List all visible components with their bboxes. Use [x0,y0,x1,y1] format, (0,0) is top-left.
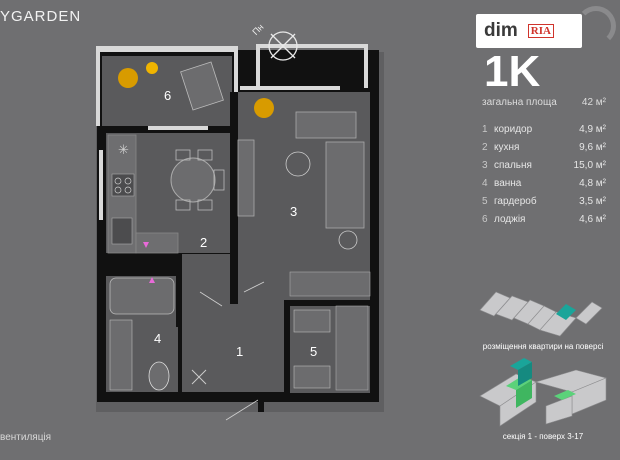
svg-text:✳: ✳ [118,142,129,157]
dim-ria-logo[interactable]: dim RIA [476,6,616,50]
compass-label: Пн [250,22,265,37]
compass-icon [268,31,298,61]
room-name: спальня [494,159,532,171]
plan-label-5: 5 [310,344,317,359]
section-location-map [479,358,607,427]
logo-arc-icon [576,6,616,46]
room-row: 1 коридор 4,9 м² [482,120,606,138]
total-area-label: загальна площа [482,97,557,108]
room-name: лоджія [494,213,526,225]
room-name: гардероб [494,195,537,207]
total-area-row: загальна площа 42 м² [482,97,606,108]
section-caption: секція 1 - поверх 3-17 [502,432,584,441]
room-row: 3 спальня 15,0 м² [482,156,606,174]
logo-main: dim [484,20,518,41]
room-row: 2 кухня 9,6 м² [482,138,606,156]
section-highlight-teal [510,358,532,370]
apartment-highlight [556,304,576,320]
rooms-list: 1 коридор 4,9 м² 2 кухня 9,6 м² 3 спальня 15,0… [482,120,606,228]
plan-label-6: 6 [164,88,171,103]
apartment-type: 1K [484,47,541,96]
room-name: кухня [494,141,520,153]
room-number: 2 [482,141,488,153]
room-number: 6 [482,213,488,225]
room-area: 15,0 м² [573,159,606,171]
room-number: 1 [482,123,488,135]
room-number: 4 [482,177,488,189]
floor-location-caption: розміщення квартири на поверсі [482,342,604,351]
ventilation-legend: вентиляція [0,432,52,443]
room-number: 3 [482,159,488,171]
room-area: 4,9 м² [579,123,606,135]
logo-sub: RIA [527,24,554,38]
floor-plan: ✳ Пн 6 3 2 4 1 5 [96,22,384,421]
room-area: 4,8 м² [579,177,606,189]
room-name: ванна [494,177,522,189]
plant-icon [118,62,274,118]
room-row: 6 лоджія 4,6 м² [482,210,606,228]
floor-location-map [479,291,603,337]
room-area: 9,6 м² [579,141,606,153]
total-area-value: 42 м² [581,97,606,108]
room-area: 4,6 м² [579,213,606,225]
plan-label-4: 4 [154,331,161,346]
plan-label-2: 2 [200,235,207,250]
plan-label-1: 1 [236,344,243,359]
room-row: 5 гардероб 3,5 м² [482,192,606,210]
room-area: 3,5 м² [579,195,606,207]
plan-label-3: 3 [290,204,297,219]
room-number: 5 [482,195,488,207]
brand-name: YGARDEN [0,8,82,25]
room-name: коридор [494,123,533,135]
room-row: 4 ванна 4,8 м² [482,174,606,192]
